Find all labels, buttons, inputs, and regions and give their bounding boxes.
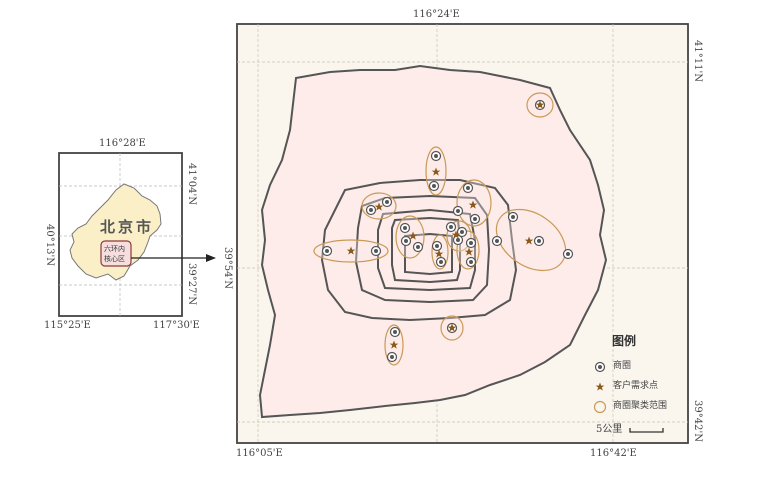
- central-block: [404, 232, 453, 276]
- business-district: [412, 241, 424, 253]
- business-district: [435, 256, 447, 268]
- inset-coord-right-top: 41°04'N: [186, 163, 197, 205]
- inset-coord-bottom-left: 115°25'E: [44, 320, 91, 331]
- main-coord-right-bottom: 39°42'N: [692, 400, 703, 442]
- business-district: [452, 205, 464, 217]
- beijing-boundary: [69, 183, 162, 281]
- business-district: [428, 180, 440, 192]
- business-district: [399, 222, 411, 234]
- business-district: [381, 196, 393, 208]
- main-coord-left: 39°54'N: [222, 247, 233, 289]
- cluster-range-icon: [593, 400, 607, 414]
- business-district: [389, 326, 401, 338]
- business-district-icon: [594, 361, 606, 373]
- second-ring: [391, 216, 461, 284]
- business-district: [491, 235, 503, 247]
- main-coord-right-top: 41°11'N: [692, 40, 703, 82]
- scale-bar-label: 5公里: [596, 424, 623, 435]
- business-district: [507, 211, 519, 223]
- business-district: [462, 182, 474, 194]
- inset-city-name: 北京市: [100, 218, 155, 236]
- sixth-ring-region: [258, 64, 608, 419]
- main-coord-top: 116°24'E: [413, 9, 460, 20]
- business-district: [465, 256, 477, 268]
- main-coord-bottom-right: 116°42'E: [590, 448, 637, 459]
- business-district: [386, 351, 398, 363]
- business-district: [430, 150, 442, 162]
- business-district: [321, 245, 333, 257]
- legend-item-cluster-range: 商圈聚类范围: [613, 401, 668, 411]
- business-district: [562, 248, 574, 260]
- inset-coord-bottom-right: 117°30'E: [153, 320, 200, 331]
- inset-coord-left: 40°13'N: [44, 224, 55, 266]
- business-district: [533, 235, 545, 247]
- main-coord-bottom-left: 116°05'E: [236, 448, 283, 459]
- inset-coord-top: 116°28'E: [99, 138, 146, 149]
- business-district: [445, 221, 457, 233]
- legend-item-customer-demand: 客户需求点: [613, 381, 659, 391]
- business-district: [365, 204, 377, 216]
- legend-icons: [593, 361, 607, 414]
- core-area-label-line2: 核心区: [104, 255, 125, 263]
- business-district: [431, 240, 443, 252]
- business-district: [465, 237, 477, 249]
- business-district: [370, 245, 382, 257]
- arrow-head: [206, 254, 216, 262]
- core-area-highlight: [100, 240, 132, 267]
- scale-bar: [629, 428, 664, 433]
- business-district: [400, 235, 412, 247]
- legend-title: 图例: [612, 334, 637, 348]
- legend-item-business-district: 商圈: [613, 361, 632, 371]
- fifth-ring: [320, 179, 518, 322]
- core-area-label-line1: 六环内: [104, 245, 125, 253]
- third-ring: [377, 208, 476, 292]
- business-district: [469, 213, 481, 225]
- inset-coord-right-bottom: 39°27'N: [186, 263, 197, 305]
